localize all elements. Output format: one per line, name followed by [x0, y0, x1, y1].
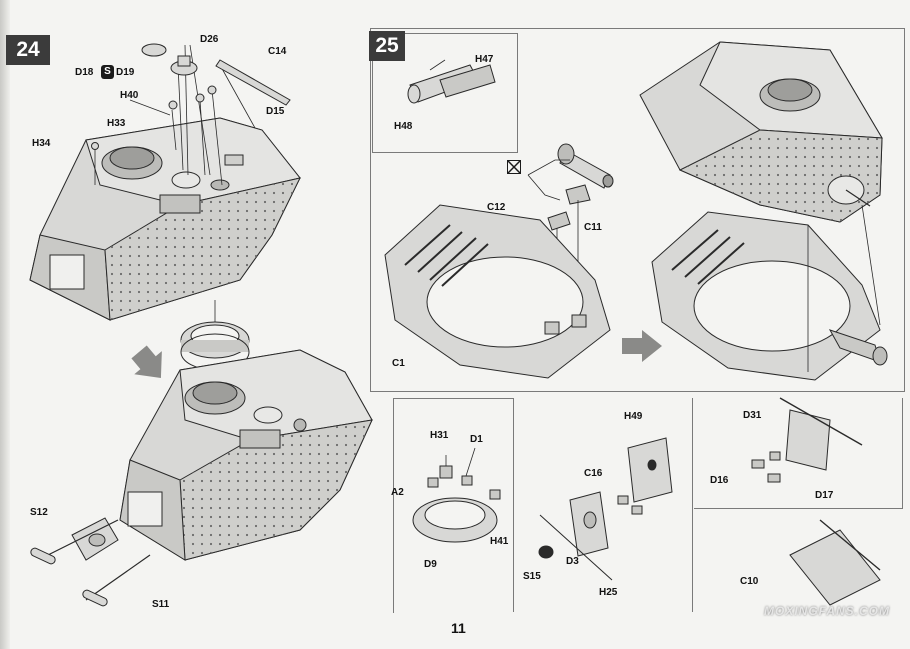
label-D16: D16: [710, 475, 729, 486]
step25-main-frame: [370, 28, 905, 392]
label-D31: D31: [743, 410, 762, 421]
label-S12: S12: [30, 507, 48, 518]
gun-barrel-inset: [407, 59, 496, 104]
step25-inset-frame: [372, 33, 518, 153]
substep-frame-hatch: [513, 398, 693, 612]
label-D19: D19: [116, 67, 135, 78]
cross-box-icon: [507, 160, 521, 174]
part-c10-assembly: [789, 519, 881, 606]
label-D1: D1: [470, 434, 483, 445]
label-H41: H41: [490, 536, 509, 547]
label-S15: S15: [523, 571, 541, 582]
label-H49: H49: [624, 411, 643, 422]
label-D9: D9: [424, 559, 437, 570]
label-A2: A2: [391, 487, 404, 498]
label-D3: D3: [566, 556, 579, 567]
turret-floor-left: [384, 204, 611, 379]
turret-ring-part: [180, 300, 250, 371]
label-D18: D18: [75, 67, 94, 78]
label-C12: C12: [487, 202, 506, 213]
small-parts-top: [91, 43, 291, 150]
watermark-text: MOXINGFANS.COM: [764, 604, 891, 618]
label-C1: C1: [392, 358, 405, 369]
mantlet-parts: [547, 143, 614, 231]
turret-top-view: [29, 117, 301, 321]
step-24-badge: 24: [6, 35, 50, 65]
turret-assembled: [119, 349, 373, 561]
right-leaders: [807, 204, 881, 372]
page-number: 11: [451, 620, 466, 636]
step-25-badge: 25: [369, 31, 405, 61]
label-C16: C16: [584, 468, 603, 479]
label-C10: C10: [740, 576, 759, 587]
label-H48: H48: [394, 121, 413, 132]
label-H47: H47: [475, 54, 494, 65]
label-H33: H33: [107, 118, 126, 129]
right-arrow: [622, 330, 662, 362]
hatch-h49-assembly: [538, 437, 673, 581]
label-D17: D17: [815, 490, 834, 501]
label-C14: C14: [268, 46, 287, 57]
label-D15: D15: [266, 106, 285, 117]
label-H31: H31: [430, 430, 449, 441]
turret-right-top: [639, 41, 883, 223]
cement-icon: S: [101, 65, 114, 79]
label-C11: C11: [584, 222, 602, 233]
turret-floor-right: [651, 211, 888, 381]
substep-frame-bracket: [694, 398, 903, 509]
hatch-assembly: [30, 517, 151, 607]
substep-frame-ring: [393, 398, 514, 613]
label-H34: H34: [32, 138, 51, 149]
label-H25: H25: [599, 587, 618, 598]
label-S11: S11: [152, 599, 170, 610]
label-H40: H40: [120, 90, 139, 101]
bracket-d31-assembly: [751, 397, 863, 483]
down-arrow: [131, 345, 162, 379]
label-D26: D26: [200, 34, 219, 45]
ring-d9-assembly: [412, 447, 501, 543]
binding-gutter: [0, 0, 10, 649]
